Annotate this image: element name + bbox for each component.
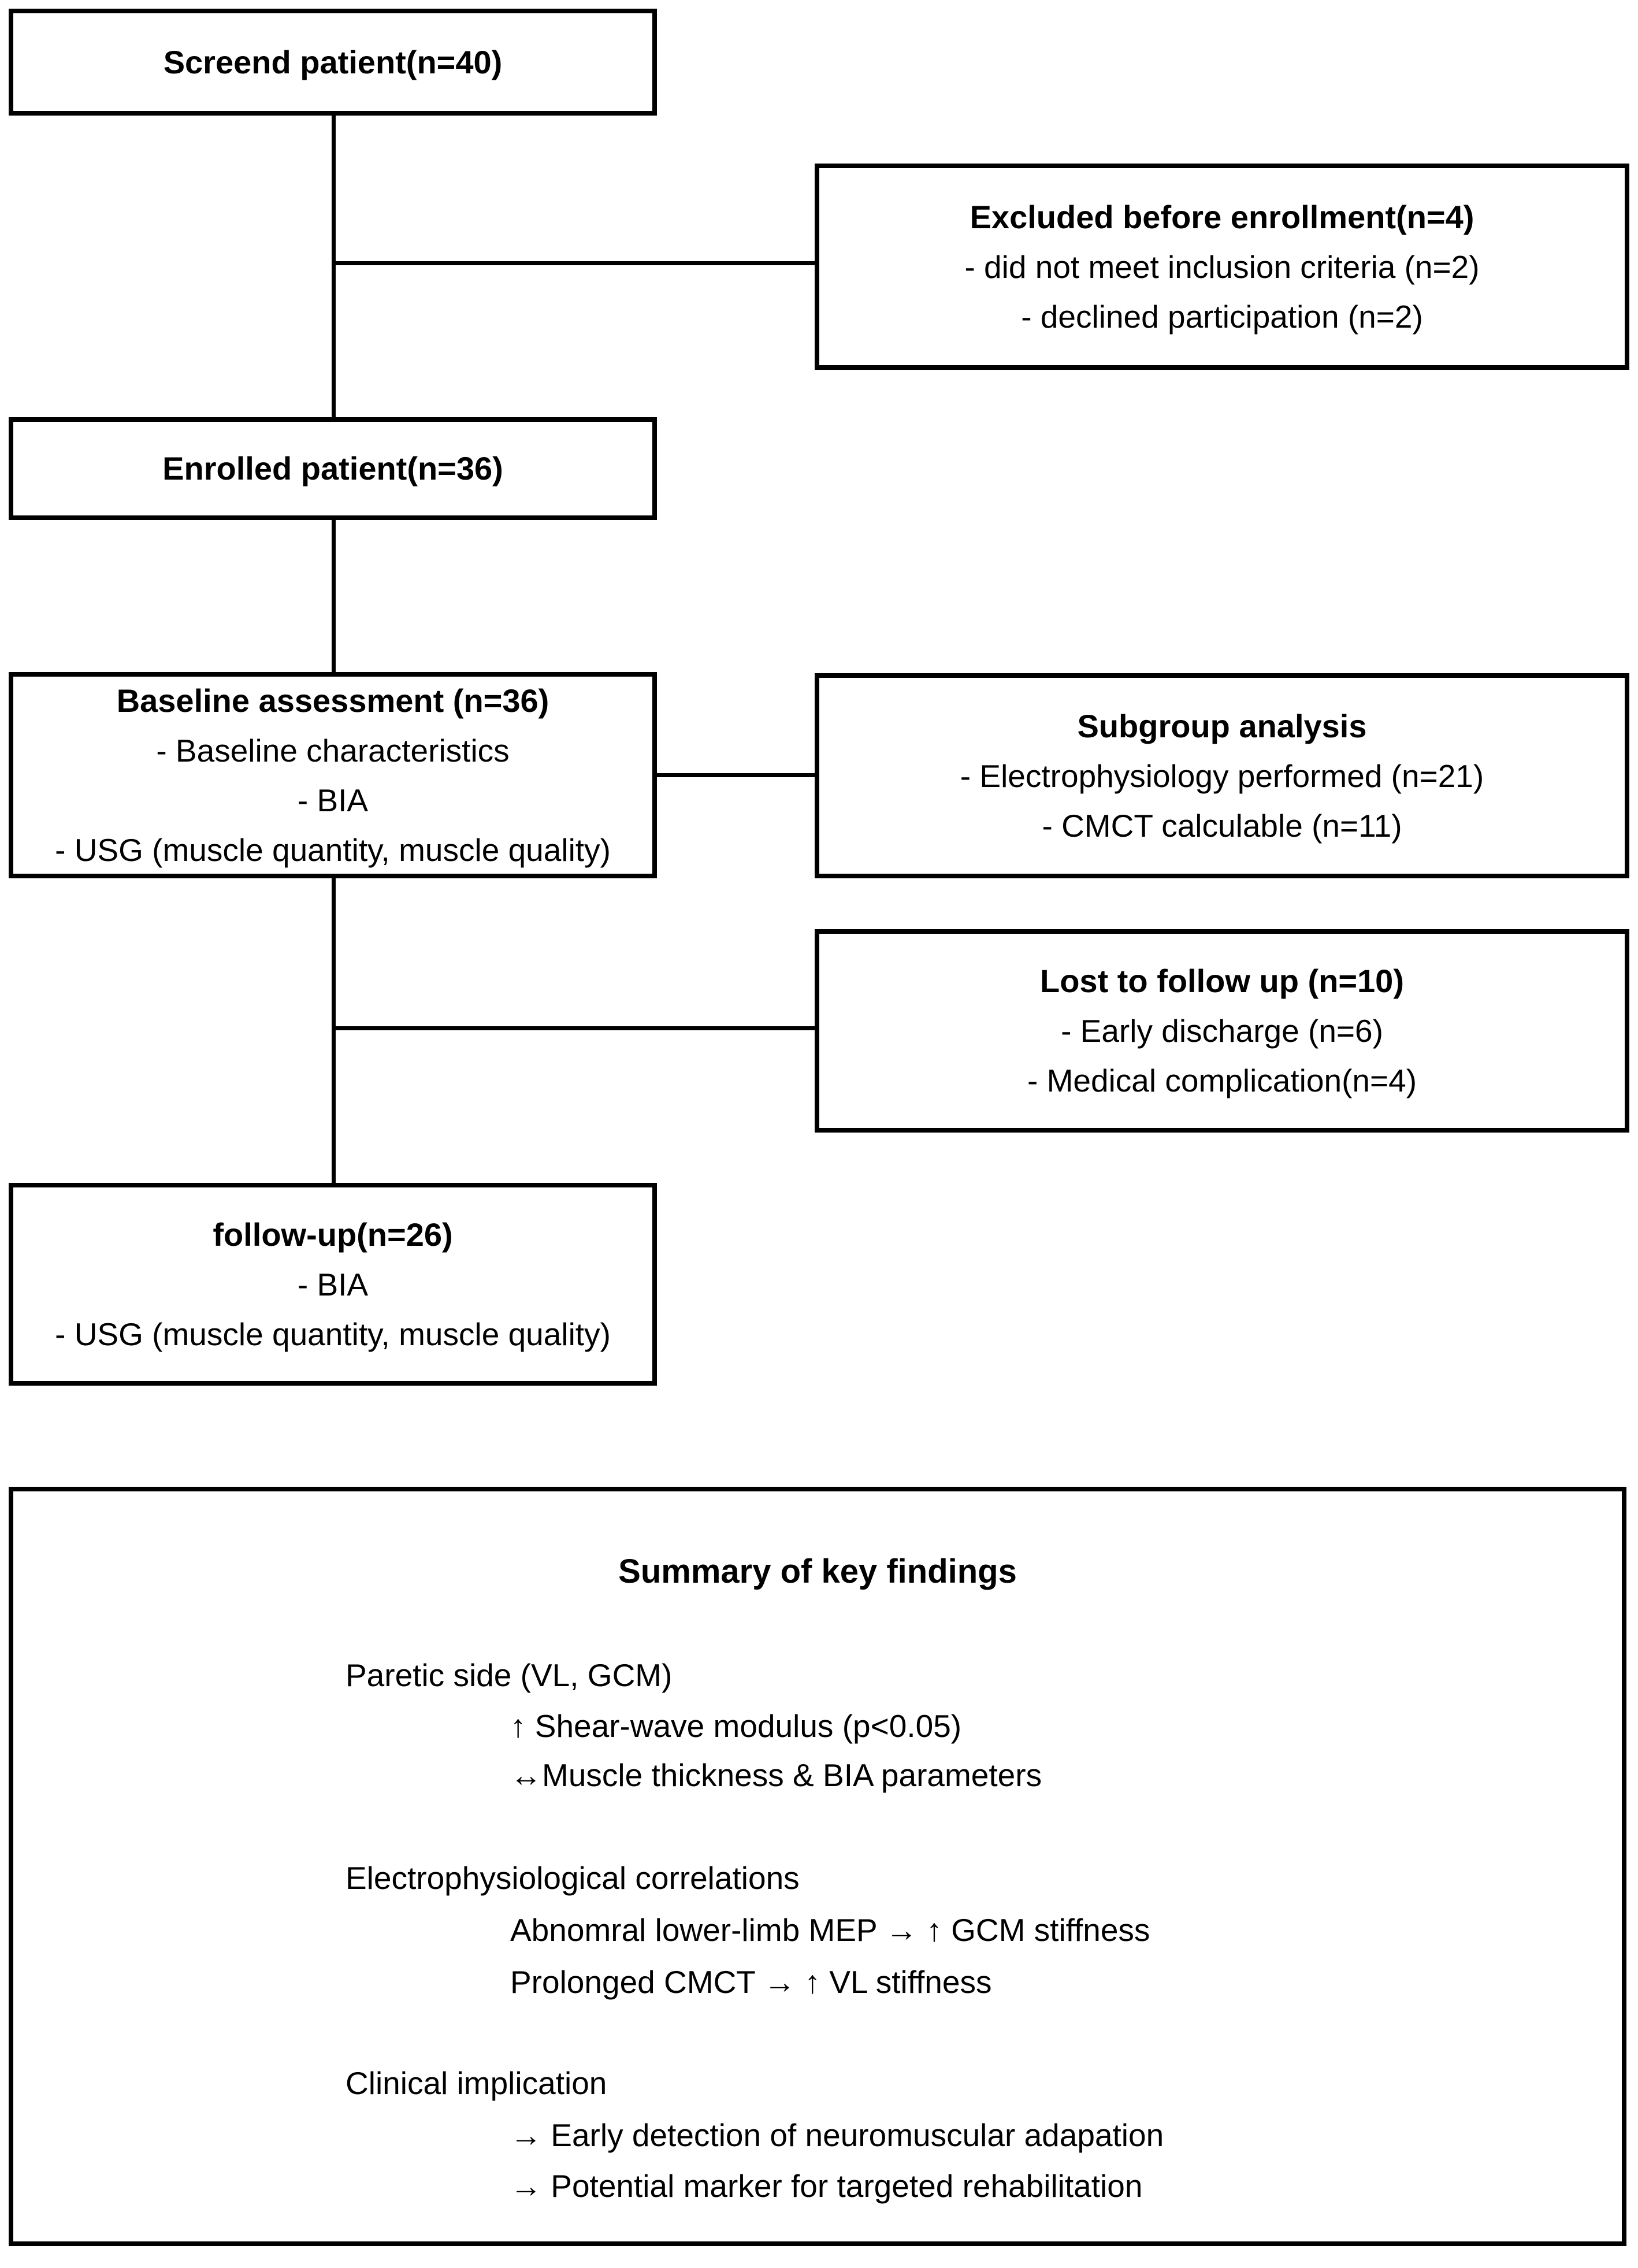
box-subgroup-analysis: Subgroup analysis - Electrophysiology pe… [815, 673, 1629, 878]
summary-line: Prolonged CMCT → ↑ VL stiffness [510, 1964, 992, 2000]
summary-line: → Early detection of neuromuscular adapa… [510, 2117, 1164, 2153]
box-item: - USG (muscle quantity, muscle quality) [55, 832, 611, 868]
box-item: - Baseline characteristics [156, 732, 510, 769]
summary-line: ↔Muscle thickness & BIA parameters [510, 1757, 1042, 1793]
box-item: - USG (muscle quantity, muscle quality) [55, 1316, 611, 1352]
connector-baseline-to-subgroup [656, 773, 817, 777]
connector-branch-to-excluded [332, 261, 817, 265]
box-title: Lost to follow up (n=10) [1040, 963, 1404, 999]
summary-section-header: Paretic side (VL, GCM) [346, 1657, 673, 1693]
summary-box: Summary of key findings Paretic side (VL… [9, 1487, 1626, 2246]
box-item: - BIA [297, 1266, 369, 1302]
box-lost-to-follow-up: Lost to follow up (n=10) - Early dischar… [815, 929, 1629, 1133]
summary-section-header: Clinical implication [346, 2065, 607, 2101]
box-follow-up: follow-up(n=26) - BIA - USG (muscle quan… [9, 1183, 657, 1386]
connector-enrolled-to-baseline [332, 519, 336, 674]
box-title: Enrolled patient(n=36) [162, 450, 503, 487]
connector-branch-to-lost [332, 1026, 817, 1030]
connector-screened-to-enrolled [332, 114, 336, 420]
box-enrolled-patients: Enrolled patient(n=36) [9, 417, 657, 520]
summary-line: ↑ Shear-wave modulus (p<0.05) [510, 1708, 962, 1744]
box-item: - BIA [297, 782, 369, 818]
box-item: - CMCT calculable (n=11) [1042, 807, 1402, 844]
box-excluded-before-enrollment: Excluded before enrollment(n=4) - did no… [815, 164, 1629, 370]
box-title: Excluded before enrollment(n=4) [970, 198, 1474, 235]
box-title: Baseline assessment (n=36) [116, 682, 549, 719]
box-item: - Early discharge (n=6) [1061, 1013, 1383, 1049]
box-title: Subgroup analysis [1077, 707, 1367, 744]
box-item: - declined participation (n=2) [1021, 298, 1423, 335]
box-screened-patients: Screend patient(n=40) [9, 9, 657, 116]
connector-baseline-to-followup [332, 877, 336, 1185]
box-item: - Medical complication(n=4) [1027, 1063, 1417, 1098]
box-baseline-assessment: Baseline assessment (n=36) - Baseline ch… [9, 672, 657, 878]
box-title: follow-up(n=26) [213, 1216, 453, 1253]
summary-line: → Potential marker for targeted rehabili… [510, 2168, 1143, 2204]
summary-line: Abnomral lower-limb MEP → ↑ GCM stiffnes… [510, 1912, 1150, 1948]
summary-section-header: Electrophysiological correlations [346, 1860, 800, 1896]
summary-title: Summary of key findings [618, 1553, 1017, 1590]
box-item: - did not meet inclusion criteria (n=2) [964, 248, 1480, 285]
box-item: - Electrophysiology performed (n=21) [960, 758, 1484, 794]
box-title: Screend patient(n=40) [163, 43, 503, 80]
